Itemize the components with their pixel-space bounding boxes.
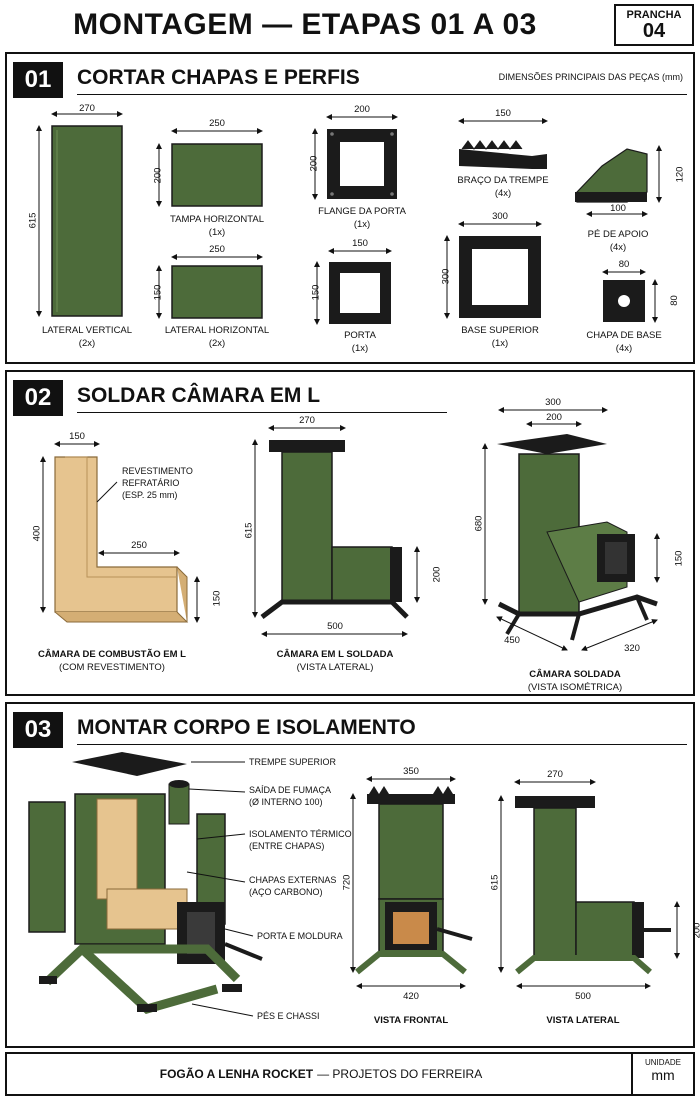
step-03-title: MONTAR CORPO E ISOLAMENTO [77,716,416,739]
callout-saida: SAÍDA DE FUMAÇA(Ø INTERNO 100) [249,785,332,807]
dim-side-height: 615 [243,522,255,539]
caption-side-view: CÂMARA EM L SOLDADA(VISTA LATERAL) [276,649,394,673]
step-01-panel: 01 CORTAR CHAPAS E PERFIS DIMENSÕES PRIN… [5,52,695,364]
step-03-panel: 03 MONTAR CORPO E ISOLAMENTO [5,702,700,1048]
step-03-drawings [28,752,680,1017]
part-lateral-vertical [36,111,123,317]
dim-iso-mouth: 150 [673,550,685,567]
dim-tampa-h: 200 [152,167,164,184]
page-title: MONTAGEM — ETAPAS 01 A 03 [73,8,537,41]
dim-base-sup-h: 300 [440,268,452,285]
caption-pe: PÉ DE APOIO(4x) [587,229,649,253]
dim-chapa-h: 80 [668,295,680,306]
dim-flange-w: 200 [354,104,370,115]
side-view [498,779,680,989]
part-chapa-base [602,269,658,323]
dim-braco-w: 150 [495,108,511,119]
callout-chapas: CHAPAS EXTERNAS(AÇO CARBONO) [249,875,337,897]
callout-isolamento: ISOLAMENTO TÉRMICO(ENTRE CHAPAS) [249,829,352,851]
footer-unit: UNIDADE mm [631,1054,693,1094]
dim-chapa-w: 80 [618,259,630,270]
dim-iso-inner: 200 [546,412,562,423]
caption-base-sup: BASE SUPERIOR(1x) [461,325,539,349]
dim-iso-outer: 300 [545,397,561,408]
step-02-rule [77,412,447,413]
step-01-rule [77,94,687,95]
dim-porta-w: 150 [352,238,368,249]
part-tampa-horizontal [156,128,263,207]
caption-lateral-vertical: LATERAL VERTICAL(2x) [41,325,133,349]
step-03-rule [77,744,687,745]
part-porta [314,248,392,325]
caption-side3-view: VISTA LATERAL [546,1015,620,1026]
dim-side3-mouth: 200 [691,922,700,939]
dim-side-mouth: 200 [431,566,443,583]
l-chamber-refractory [40,441,200,623]
plate-label: PRANCHA [626,9,682,21]
dim-lat-horiz-h: 150 [152,284,164,301]
caption-chapa: CHAPA DE BASE(4x) [586,330,662,354]
dimension-note: DIMENSÕES PRINCIPAIS DAS PEÇAS (mm) [498,72,683,82]
part-flange-porta [312,114,398,200]
caption-front-view: VISTA FRONTAL [373,1015,449,1026]
part-lateral-horizontal [156,254,263,319]
dim-flange-h: 200 [308,155,320,172]
chamber-side-view [252,425,420,637]
step-02-drawings [40,407,660,651]
dim-chamber-top: 150 [69,431,85,442]
step-03-number: 03 [13,712,63,748]
step-01-title: CORTAR CHAPAS E PERFIS [77,66,360,89]
dim-front-height: 720 [341,874,353,891]
plate-number: 04 [642,20,666,42]
dim-chamber-height: 400 [31,525,43,542]
dim-lateral-vertical-h: 615 [27,212,39,229]
callout-porta: PORTA E MOLDURA [257,931,343,941]
caption-lat-horiz: LATERAL HORIZONTAL(2x) [164,325,270,349]
dim-iso-depth: 450 [504,635,520,646]
step-02-panel: 02 SOLDAR CÂMARA EM L [5,370,695,696]
unit-label: UNIDADE [644,1058,681,1067]
dim-chamber-length: 250 [131,540,147,551]
caption-porta: PORTA(1x) [344,330,376,354]
part-pe-apoio [575,145,662,217]
caption-braco: BRAÇO DA TREMPE(4x) [457,175,549,199]
footer-project: FOGÃO A LENHA ROCKET— PROJETOS DO FERREI… [159,1067,483,1081]
dim-base-sup-w: 300 [492,211,508,222]
plate-box: PRANCHA 04 [614,4,694,46]
unit-value: mm [651,1067,675,1083]
dim-iso-height: 680 [473,515,485,532]
step-02-title: SOLDAR CÂMARA EM L [77,384,321,407]
caption-tampa: TAMPA HORIZONTAL(1x) [170,214,264,238]
dim-lat-horiz-w: 250 [209,244,225,255]
dim-front-top: 350 [403,766,419,777]
step-01-drawings [36,111,662,325]
callout-trempe: TREMPE SUPERIOR [249,757,337,767]
front-view [350,776,473,989]
part-braco-trempe [458,118,548,169]
caption-l-chamber: CÂMARA DE COMBUSTÃO EM L(COM REVESTIMENT… [38,649,186,673]
footer: FOGÃO A LENHA ROCKET— PROJETOS DO FERREI… [5,1052,695,1096]
caption-iso-view: CÂMARA SOLDADA(VISTA ISOMÉTRICA) [527,669,623,693]
dim-front-base: 420 [403,991,419,1002]
dim-pe-h: 120 [674,166,686,183]
dim-tampa-w: 250 [209,118,225,129]
exploded-assembly [28,752,263,1017]
step-01-number: 01 [13,62,63,98]
callout-pes: PÉS E CHASSI [257,1011,320,1021]
chamber-iso-view [482,407,660,651]
dim-side3-height: 615 [489,874,501,891]
step-02-number: 02 [13,380,63,416]
dim-chamber-side: 150 [211,590,223,607]
dim-side-length: 500 [327,621,343,632]
dim-side3-base: 500 [575,991,591,1002]
caption-flange: FLANGE DA PORTA(1x) [318,206,406,230]
dim-iso-width: 320 [624,643,640,654]
part-base-superior [444,221,542,319]
dim-pe-w: 100 [610,203,626,214]
dim-side-top: 270 [299,415,315,426]
dim-lateral-vertical-w: 270 [79,103,95,114]
dim-porta-h: 150 [310,284,322,301]
dim-side3-top: 270 [547,769,563,780]
